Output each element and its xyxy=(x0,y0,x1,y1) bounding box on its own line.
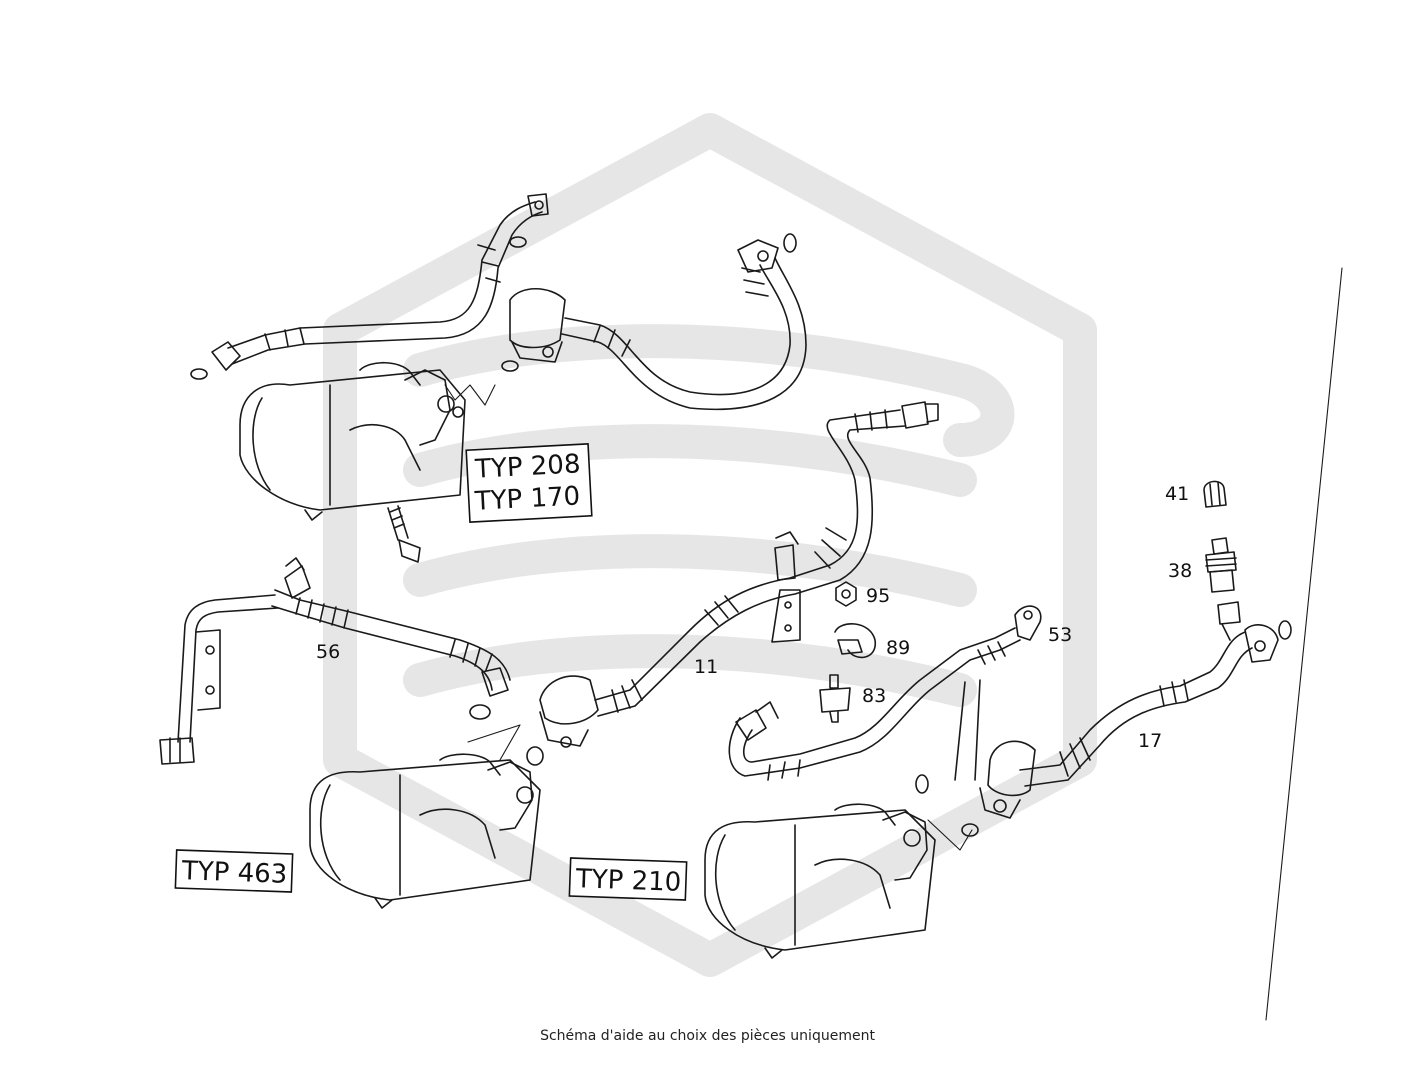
callout-83: 83 xyxy=(862,685,886,707)
hose-56 xyxy=(159,557,511,765)
break-line xyxy=(927,819,973,851)
nut-95 xyxy=(835,581,857,607)
compressor-typ210 xyxy=(704,803,936,959)
callout-95-label: 95 xyxy=(866,585,890,607)
callout-11: 11 xyxy=(694,656,718,678)
type-label-typ463: TYP 463 xyxy=(174,849,294,893)
callout-41: 41 xyxy=(1165,483,1189,505)
separator-line xyxy=(1265,267,1343,1021)
callout-17: 17 xyxy=(1138,730,1162,752)
type-label-typ170: TYP 170 xyxy=(473,481,581,517)
hose-53 xyxy=(728,605,1042,781)
compressor-typ463 xyxy=(309,753,541,909)
o-ring xyxy=(915,774,929,794)
o-ring xyxy=(961,823,979,837)
discharge-hose-typ208 xyxy=(501,233,807,411)
type-label-typ210-text: TYP 210 xyxy=(574,864,681,898)
callout-38: 38 xyxy=(1168,560,1192,582)
valve-38 xyxy=(1205,537,1237,593)
type-label-typ208: TYP 208 xyxy=(473,449,581,485)
type-label-typ208-170: TYP 208 TYP 170 xyxy=(465,443,593,523)
compressor-typ208 xyxy=(239,361,466,521)
sensor-83 xyxy=(819,674,851,723)
hose-17 xyxy=(979,601,1292,819)
type-label-typ210: TYP 210 xyxy=(568,857,688,901)
cap-41 xyxy=(1203,480,1227,508)
callout-89: 89 xyxy=(886,637,910,659)
bolt xyxy=(387,505,421,563)
suction-hose-typ208 xyxy=(190,193,549,380)
callout-53: 53 xyxy=(1048,624,1072,646)
break-line xyxy=(444,384,496,406)
hose-11 xyxy=(526,401,939,766)
clip-89 xyxy=(834,623,876,659)
break-line xyxy=(467,724,521,761)
type-label-typ463-text: TYP 463 xyxy=(180,856,287,890)
caption: Schéma d'aide au choix des pièces unique… xyxy=(540,1028,875,1044)
callout-56: 56 xyxy=(316,641,340,663)
